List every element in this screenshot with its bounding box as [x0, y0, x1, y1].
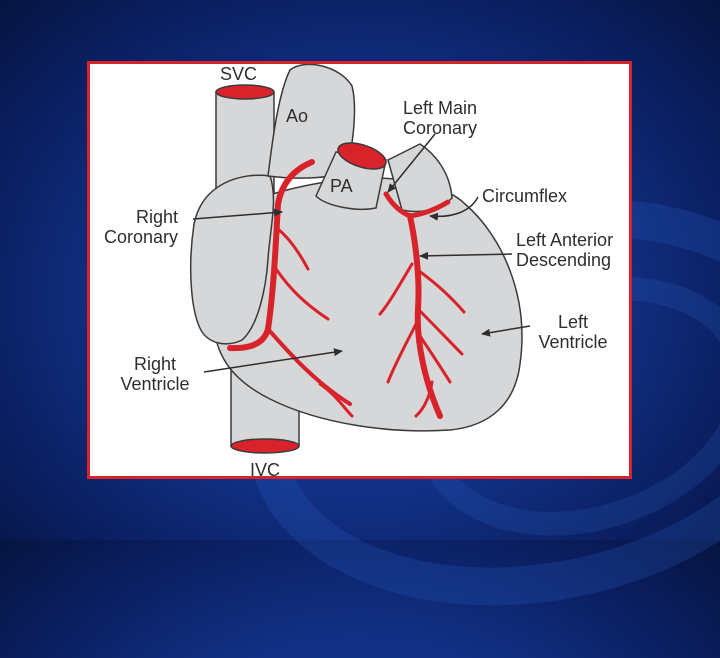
- arrow-right-coronary: [192, 208, 283, 220]
- label-left-main-coronary: Left Main Coronary: [403, 98, 478, 138]
- left-atrium: [387, 143, 453, 213]
- label-circumflex: Circumflex: [482, 186, 568, 206]
- heart-diagram: [189, 64, 531, 454]
- label-right-ventricle: Right Ventricle: [120, 354, 190, 394]
- arrow-right-ventricle: [203, 348, 343, 373]
- heart-diagram-frame: SVC Ao PA IVC Left Main Coronary Circumf…: [87, 61, 632, 479]
- arrow-circumflex: [429, 196, 479, 221]
- coronary-arteries: [227, 159, 466, 419]
- label-pa: PA: [330, 176, 353, 196]
- arrow-left-main: [387, 133, 436, 193]
- pointer-arrows: [192, 133, 531, 373]
- arrow-left-ventricle: [481, 325, 531, 337]
- label-left-anterior-descending: Left Anterior Descending: [516, 230, 614, 270]
- label-ao: Ao: [286, 106, 309, 126]
- right-coronary-artery: [227, 159, 315, 352]
- pa-vessel: [315, 142, 387, 211]
- label-ivc: IVC: [250, 460, 281, 479]
- arrow-lad: [419, 251, 513, 260]
- label-right-coronary: Right Coronary: [103, 207, 178, 247]
- circumflex-artery: [407, 199, 451, 219]
- label-svc: SVC: [220, 64, 258, 84]
- label-left-ventricle: Left Ventricle: [538, 312, 608, 352]
